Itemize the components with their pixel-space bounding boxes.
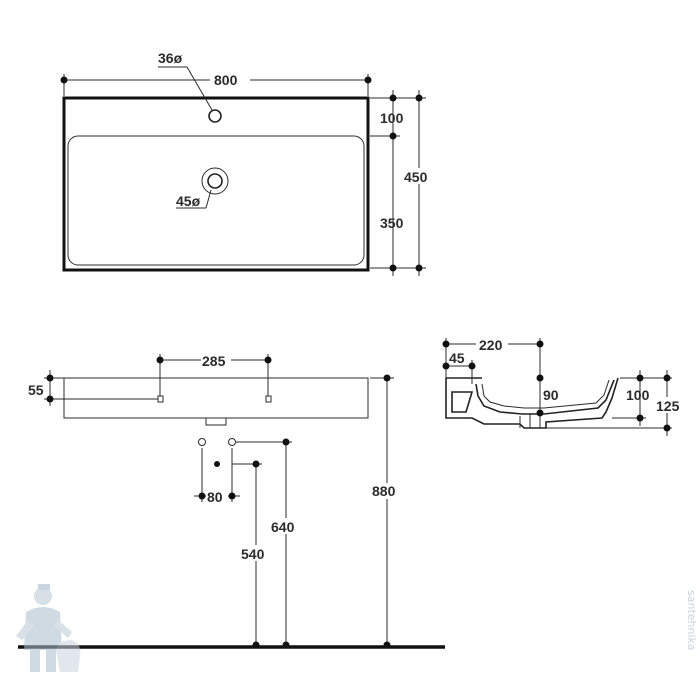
bowl-curve-inner bbox=[481, 379, 610, 409]
dim-drain: 45ø bbox=[176, 189, 212, 209]
label-supply-height: 640 bbox=[271, 519, 295, 535]
label-width: 800 bbox=[214, 72, 238, 88]
waste-point bbox=[214, 461, 220, 467]
tap-hole bbox=[208, 109, 222, 123]
dim-side-wall: 45 bbox=[442, 350, 476, 384]
label-waste-height: 540 bbox=[241, 546, 265, 562]
dim-waste-height: 540 bbox=[232, 460, 270, 649]
label-tap-hole: 36ø bbox=[158, 50, 183, 66]
drain-inner bbox=[207, 173, 223, 189]
dim-width-800: 800 bbox=[60, 71, 372, 96]
basin-section-inner bbox=[451, 391, 474, 413]
basin-outline bbox=[62, 96, 370, 272]
fixing-left bbox=[157, 395, 164, 403]
label-rim: 100 bbox=[380, 110, 404, 126]
label-side-depth: 220 bbox=[479, 337, 503, 353]
dim-side-depth: 220 bbox=[442, 336, 544, 378]
drain-stub bbox=[205, 417, 227, 426]
dim-total-height: 880 bbox=[370, 374, 401, 649]
top-view: 800 36ø 45ø 100 350 bbox=[60, 50, 434, 276]
watermark-text: santehnika bbox=[685, 590, 698, 650]
dim-side-heights: 100 125 bbox=[546, 370, 685, 436]
label-fixing-height: 55 bbox=[28, 382, 44, 398]
label-basin: 350 bbox=[380, 215, 404, 231]
dim-fixing-height: 55 bbox=[28, 370, 158, 406]
label-side-wall: 45 bbox=[449, 350, 465, 366]
label-basin-height: 100 bbox=[626, 387, 650, 403]
dim-bowl-depth: 90 bbox=[536, 374, 559, 417]
plumber-logo bbox=[16, 584, 81, 672]
supply-left bbox=[198, 438, 206, 446]
bowl-curve bbox=[475, 379, 615, 415]
fixing-right bbox=[265, 395, 272, 403]
label-supply-spacing: 80 bbox=[207, 489, 223, 505]
basin-section-outer bbox=[445, 377, 619, 429]
bowl-outline bbox=[67, 135, 365, 266]
label-bowl-depth: 90 bbox=[543, 387, 559, 403]
label-depth: 450 bbox=[404, 169, 428, 185]
drain-outer bbox=[201, 167, 229, 195]
dim-supply-height: 640 bbox=[236, 438, 300, 649]
basin-front bbox=[63, 377, 369, 419]
side-view: 220 45 90 100 bbox=[442, 336, 685, 436]
dim-supply-spacing: 80 bbox=[194, 448, 240, 505]
label-drain: 45ø bbox=[176, 193, 201, 209]
supply-right bbox=[228, 438, 236, 446]
label-total-height: 880 bbox=[372, 483, 396, 499]
dim-right-stack: 100 350 450 bbox=[370, 90, 434, 276]
dim-fixing-spacing: 285 bbox=[156, 352, 272, 396]
front-view: 285 55 880 bbox=[18, 352, 445, 649]
dim-tap-hole: 36ø bbox=[158, 50, 213, 111]
label-total-side-height: 125 bbox=[656, 398, 680, 414]
label-fixing-spacing: 285 bbox=[202, 353, 226, 369]
